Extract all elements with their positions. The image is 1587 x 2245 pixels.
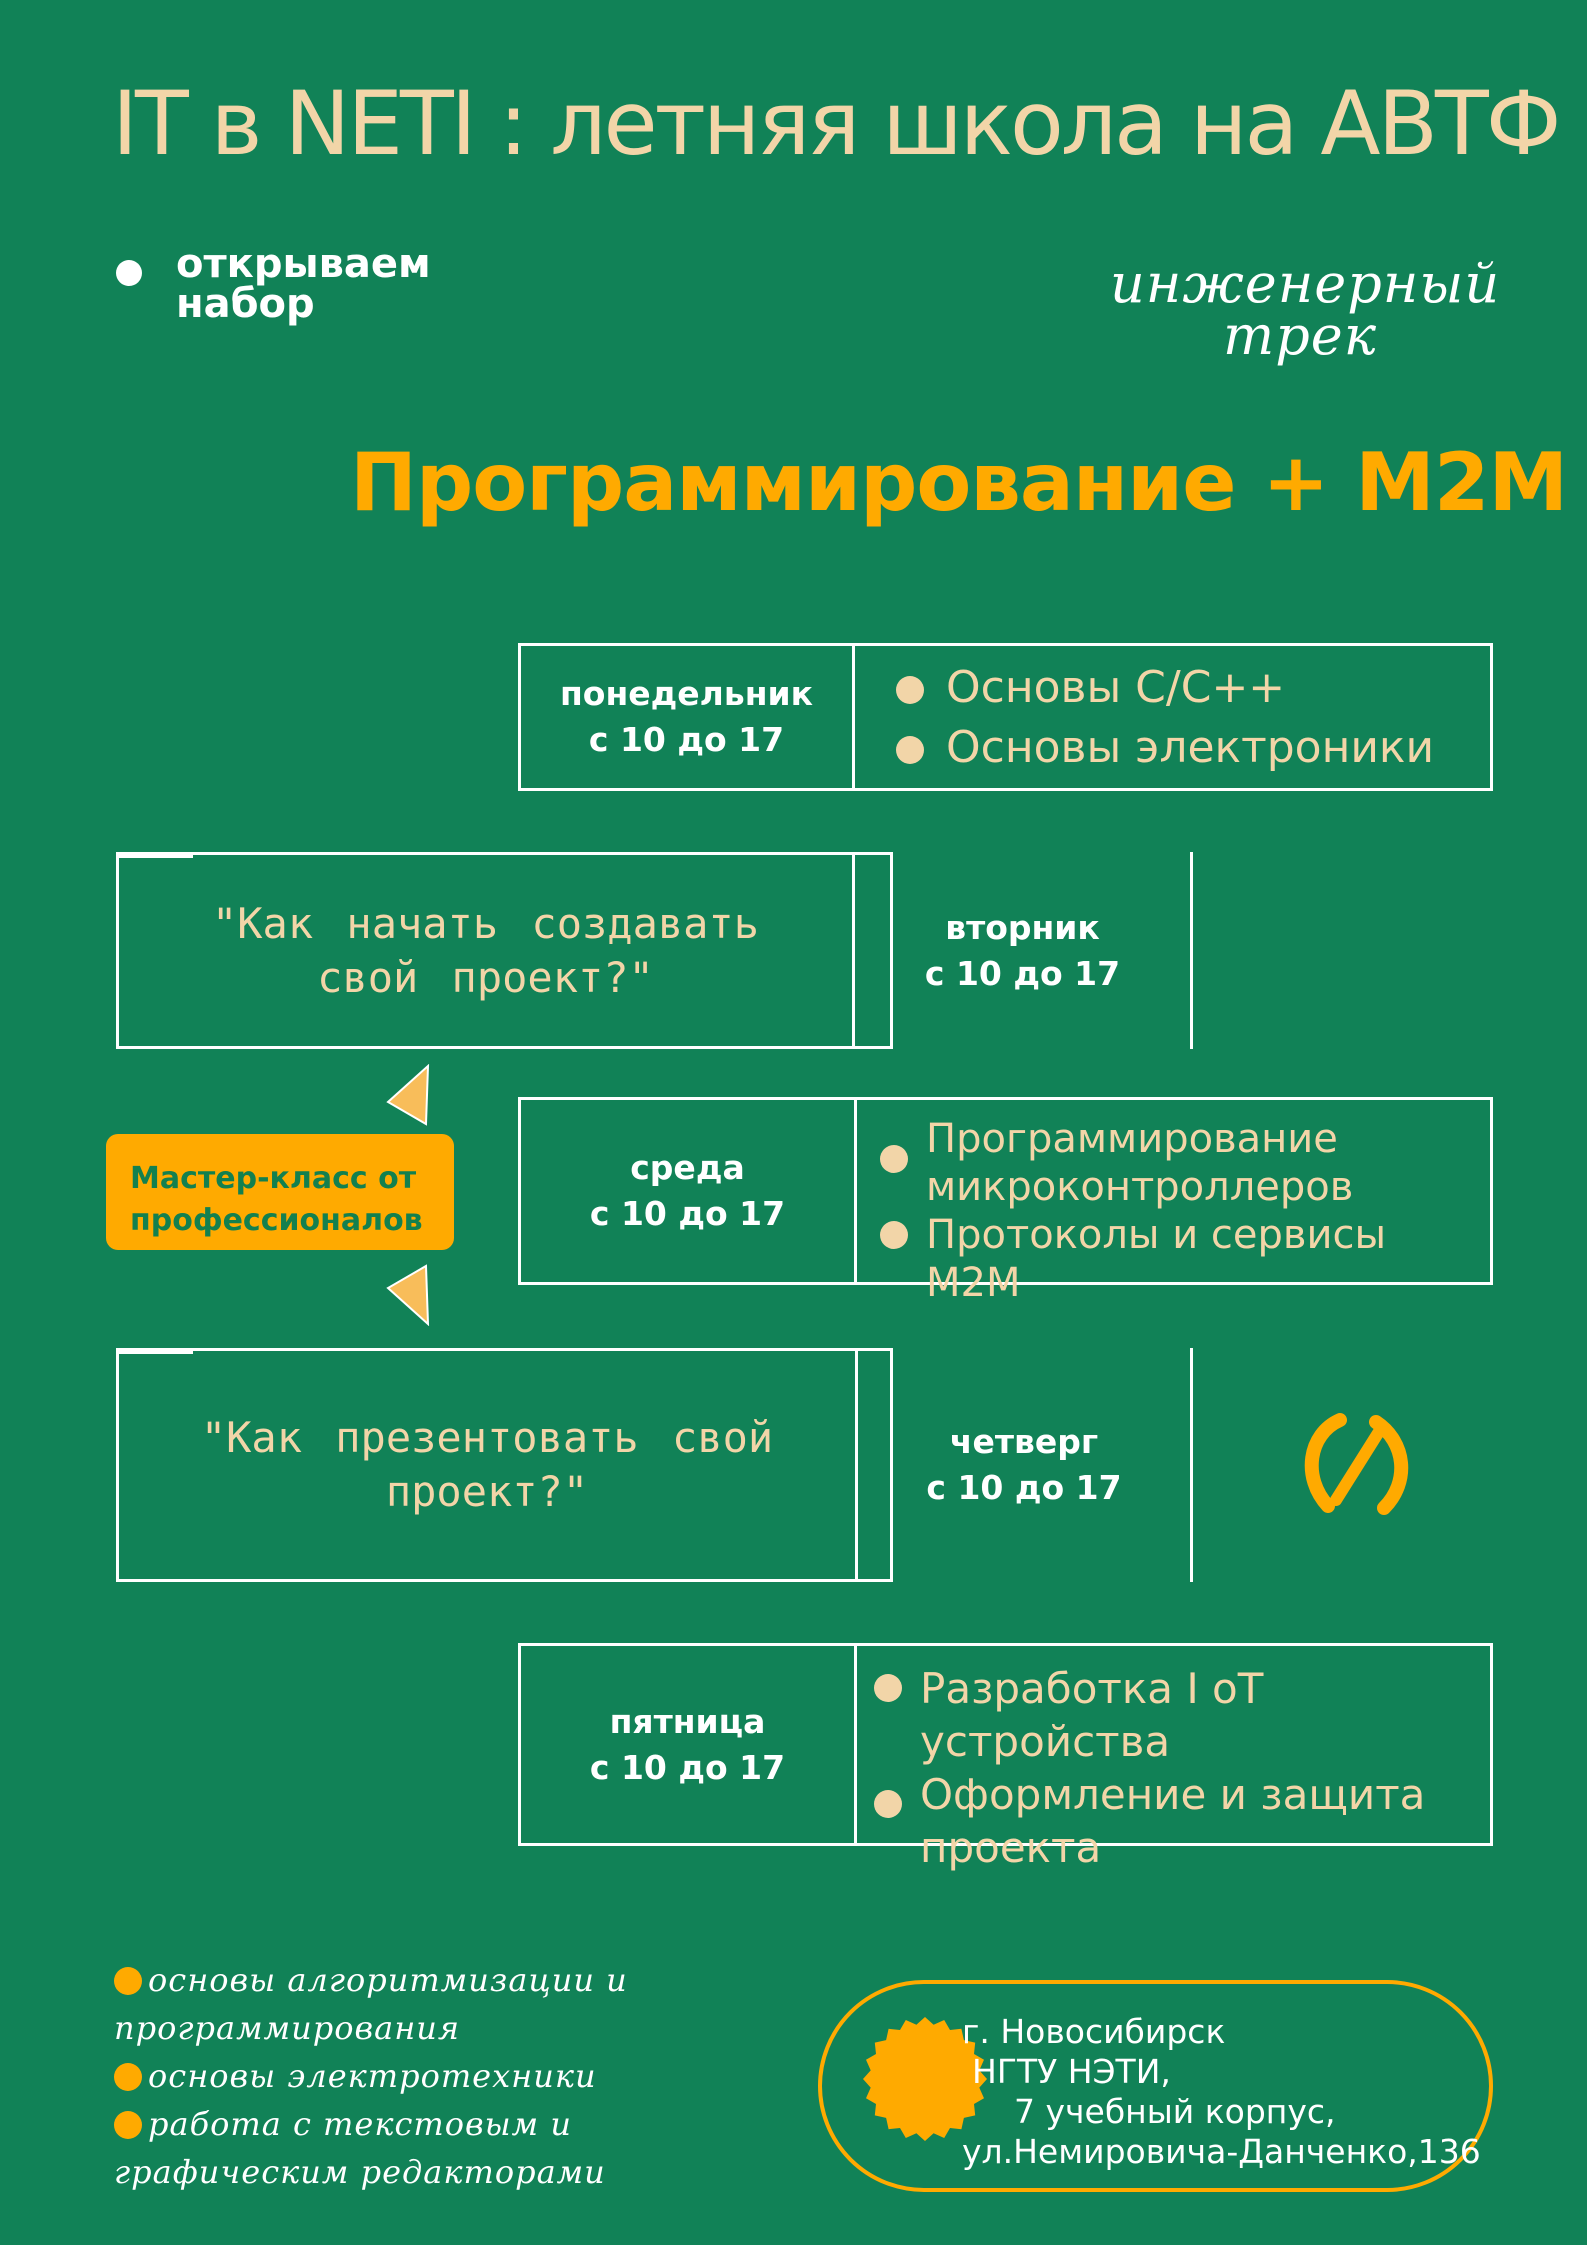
divider xyxy=(854,1097,857,1285)
open-line-2: набор xyxy=(176,281,315,327)
bullet-dot xyxy=(114,1967,142,1995)
address-city: г. Новосибирск xyxy=(962,2012,1226,2051)
day-time: с 10 до 17 xyxy=(589,1194,786,1233)
wednesday-day-cell: среда с 10 до 17 xyxy=(521,1100,854,1282)
skill-item: работа с текстовым и графическим редакто… xyxy=(114,2100,674,2196)
skill-text: основы электротехники xyxy=(148,2057,597,2095)
bullet-dot xyxy=(896,676,924,704)
day-name: четверг xyxy=(949,1422,1099,1461)
masterclass-badge: Мастер-класс от профессионалов xyxy=(106,1134,454,1250)
bullet-dot xyxy=(880,1221,908,1249)
bullet-dot xyxy=(896,736,924,764)
divider xyxy=(852,643,855,791)
wednesday-row xyxy=(518,1097,1493,1285)
course-headline: Программирование + M2M xyxy=(350,436,1568,529)
topic-text: Разработка I oT устройства xyxy=(920,1664,1264,1766)
thursday-day-cell: четверг с 10 до 17 xyxy=(858,1351,1190,1579)
day-time: с 10 до 17 xyxy=(924,953,1121,993)
topic-text: Основы электроники xyxy=(946,722,1435,773)
logo-icon xyxy=(1304,1413,1409,1515)
day-name: среда xyxy=(630,1148,745,1187)
arrow-down-icon xyxy=(386,1264,430,1326)
row-edge xyxy=(1190,1348,1193,1582)
topic-item: Разработка I oT устройства xyxy=(874,1662,1484,1768)
bullet-dot xyxy=(114,2063,142,2091)
topic-item: Программирование микроконтроллеров xyxy=(880,1115,1480,1211)
topic-item: Основы С/С++ xyxy=(896,658,1486,718)
open-line-1: открываем xyxy=(176,241,431,287)
bullet-dot xyxy=(114,2111,142,2139)
seal-icon xyxy=(863,2017,987,2141)
tuesday-row xyxy=(116,852,893,1049)
address-uni: НГТУ НЭТИ, xyxy=(972,2052,1171,2091)
tuesday-quote: "Как начать создавать свой проект?" xyxy=(211,898,759,1002)
divider xyxy=(852,852,855,1049)
skill-item: основы алгоритмизации и программирования xyxy=(114,1956,674,2052)
monday-row xyxy=(518,643,1493,791)
day-name: пятница xyxy=(609,1701,766,1741)
monday-day-cell: понедельник с 10 до 17 xyxy=(521,646,852,788)
thursday-row xyxy=(116,1348,893,1582)
bullet-dot xyxy=(874,1674,902,1702)
topic-text: Основы С/С++ xyxy=(946,662,1286,713)
skills-list: основы алгоритмизации и программирования… xyxy=(114,1956,674,2196)
skill-item: основы электротехники xyxy=(114,2052,674,2100)
address-building: 7 учебный корпус, xyxy=(1014,2092,1336,2131)
address-pill xyxy=(818,1980,1493,2192)
day-time: с 10 до 17 xyxy=(589,1747,786,1787)
skill-text: работа с текстовым и графическим редакто… xyxy=(114,2105,606,2191)
bullet-dot xyxy=(116,260,142,286)
monday-topics: Основы С/С++ Основы электроники xyxy=(896,658,1486,778)
thursday-quote: "Как презентовать свой проект?" xyxy=(200,1413,774,1516)
topic-item: Оформление и защита проекта xyxy=(874,1768,1484,1874)
friday-topics: Разработка I oT устройства Оформление и … xyxy=(874,1662,1484,1874)
day-time: с 10 до 17 xyxy=(926,1468,1122,1507)
skill-text: основы алгоритмизации и программирования xyxy=(114,1961,628,2047)
day-name: понедельник xyxy=(559,674,814,713)
topic-item: Основы электроники xyxy=(896,718,1486,778)
friday-row xyxy=(518,1643,1493,1846)
topic-text: Оформление и защита проекта xyxy=(920,1770,1426,1872)
track-line-2: трек xyxy=(1223,304,1377,367)
row-edge xyxy=(1190,852,1193,1049)
friday-day-cell: пятница с 10 до 17 xyxy=(521,1646,854,1843)
address-street: ул.Немировича-Данченко,136 xyxy=(962,2132,1481,2171)
day-name: вторник xyxy=(945,907,1100,947)
arrow-up-icon xyxy=(386,1064,430,1126)
masterclass-line-2: профессионалов xyxy=(130,1203,423,1238)
masterclass-line-1: Мастер-класс от xyxy=(130,1161,417,1196)
day-time: с 10 до 17 xyxy=(588,720,785,759)
divider xyxy=(855,1348,858,1582)
divider xyxy=(854,1643,857,1846)
topic-item: Протоколы и сервисы M2M xyxy=(880,1211,1480,1307)
track-label: инженерный трек xyxy=(1110,252,1501,367)
track-line-1: инженерный xyxy=(1110,252,1501,315)
topic-text: Программирование микроконтроллеров xyxy=(926,1116,1354,1210)
wednesday-topics: Программирование микроконтроллеров Прото… xyxy=(880,1115,1480,1307)
bullet-dot xyxy=(880,1145,908,1173)
tuesday-day-cell: вторник с 10 до 17 xyxy=(855,855,1190,1046)
bullet-dot xyxy=(874,1790,902,1818)
page-title: IT в NETI : летняя школа на АВТФ xyxy=(112,72,1561,175)
topic-text: Протоколы и сервисы M2M xyxy=(926,1212,1387,1306)
open-enrollment: открываем набор xyxy=(176,244,431,324)
